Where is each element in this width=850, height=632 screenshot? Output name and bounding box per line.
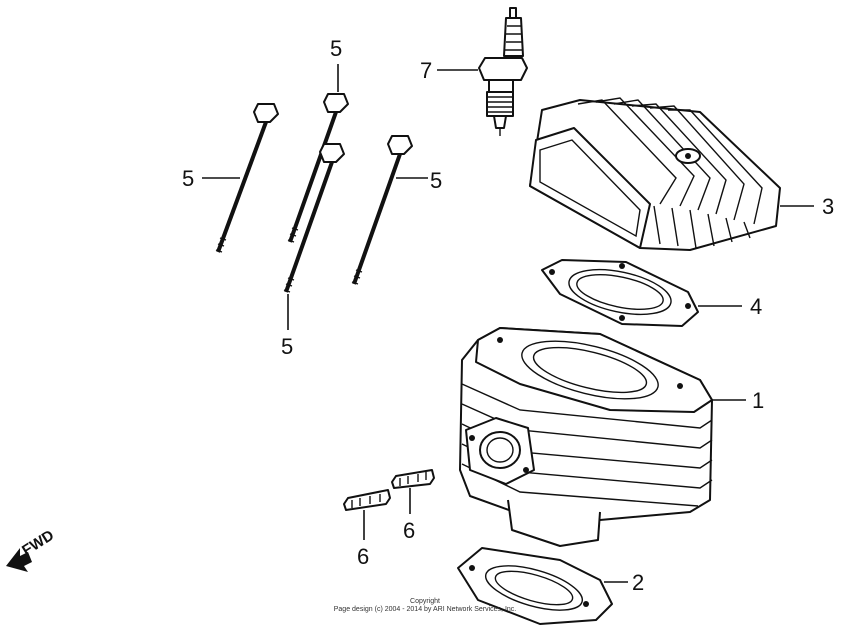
callout-5-bottom: 5 bbox=[281, 334, 293, 359]
stud-bolt-right[interactable] bbox=[351, 135, 428, 285]
fwd-label: FWD bbox=[19, 527, 57, 560]
copyright-text: Page design (c) 2004 - 2014 by ARI Netwo… bbox=[333, 606, 517, 613]
callout-5-left: 5 bbox=[182, 166, 194, 191]
callout-7: 7 bbox=[420, 58, 432, 83]
callout-4: 4 bbox=[750, 294, 762, 319]
callout-3: 3 bbox=[822, 194, 834, 219]
forward-direction-arrow bbox=[6, 548, 32, 572]
head-gasket[interactable] bbox=[541, 259, 742, 327]
base-gasket[interactable] bbox=[457, 547, 628, 625]
callout-2: 2 bbox=[632, 570, 644, 595]
dowel-pin-right[interactable] bbox=[391, 469, 435, 514]
cylinder[interactable] bbox=[459, 327, 746, 547]
stud-bolt-bottom[interactable] bbox=[283, 143, 345, 330]
cylinder-head[interactable] bbox=[529, 97, 814, 251]
callout-1: 1 bbox=[752, 388, 764, 413]
callout-6-right: 6 bbox=[403, 518, 415, 543]
copyright-title: Copyright bbox=[410, 598, 440, 605]
spark-plug[interactable] bbox=[437, 7, 528, 136]
stud-bolt-left[interactable] bbox=[202, 103, 279, 253]
dowel-pin-left[interactable] bbox=[343, 489, 391, 540]
stud-bolt-top[interactable] bbox=[287, 64, 349, 243]
callout-6-left: 6 bbox=[357, 544, 369, 569]
callout-5-right: 5 bbox=[430, 168, 442, 193]
callout-5-top: 5 bbox=[330, 36, 342, 61]
